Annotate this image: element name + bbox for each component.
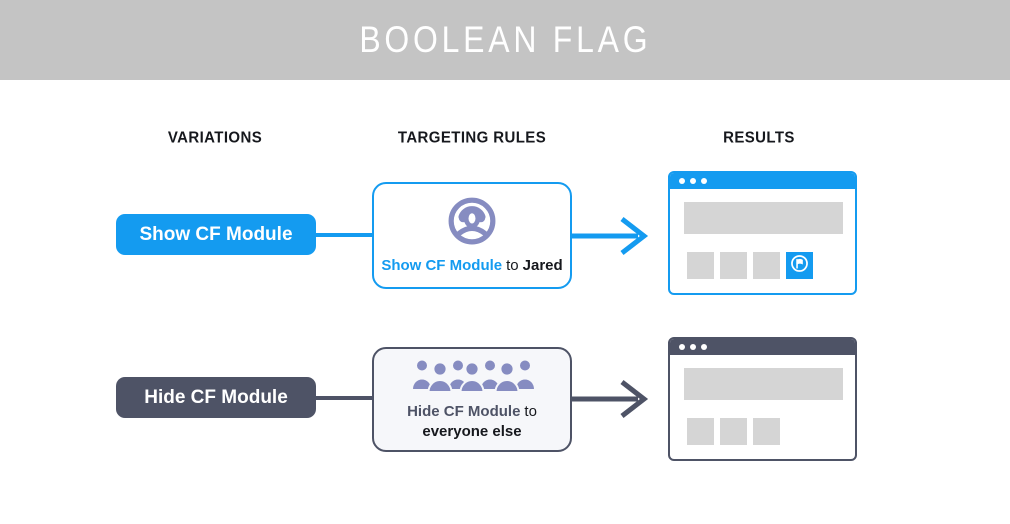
content-placeholder-block xyxy=(720,418,747,445)
diagram-header: BOOLEAN FLAG xyxy=(0,0,1010,80)
browser-titlebar xyxy=(670,173,855,189)
rule-connector: to xyxy=(524,403,537,420)
content-placeholder-banner xyxy=(684,368,843,400)
arrow-icon-show xyxy=(572,217,649,255)
single-user-icon xyxy=(447,196,497,251)
window-dot-icon xyxy=(701,344,707,350)
content-placeholder-block xyxy=(720,252,747,279)
rule-connector: to xyxy=(506,256,519,274)
connector-line-show xyxy=(314,233,374,237)
result-browser-show xyxy=(668,171,857,295)
browser-titlebar xyxy=(670,339,855,355)
column-label-targeting-rules: TARGETING RULES xyxy=(397,128,547,147)
window-dot-icon xyxy=(679,344,685,350)
content-placeholder-banner xyxy=(684,202,843,234)
variation-pill-show-cf-module: Show CF Module xyxy=(116,214,316,255)
window-dot-icon xyxy=(679,178,685,184)
rule-audience: everyone else xyxy=(422,422,522,440)
diagram-title: BOOLEAN FLAG xyxy=(358,18,651,60)
column-label-results: RESULTS xyxy=(723,128,795,147)
content-placeholder-block xyxy=(753,418,780,445)
cf-module-tile xyxy=(786,252,813,279)
column-label-variations: VARIATIONS xyxy=(167,128,263,147)
content-placeholder-block xyxy=(687,418,714,445)
variation-pill-label: Show CF Module xyxy=(139,223,293,245)
rule-flag-name: Hide CF Module xyxy=(407,403,521,420)
rule-flag-name: Show CF Module xyxy=(381,256,503,274)
window-dot-icon xyxy=(690,178,696,184)
variation-pill-label: Hide CF Module xyxy=(144,386,288,408)
result-browser-hide xyxy=(668,337,857,461)
content-placeholder-block xyxy=(687,252,714,279)
connector-line-hide xyxy=(314,396,374,400)
content-placeholder-block xyxy=(753,252,780,279)
flag-icon xyxy=(789,253,810,279)
arrow-icon-hide xyxy=(572,380,649,418)
window-dot-icon xyxy=(690,344,696,350)
rule-audience: Jared xyxy=(522,256,563,274)
crowd-icon xyxy=(408,358,536,397)
window-dot-icon xyxy=(701,178,707,184)
variation-pill-hide-cf-module: Hide CF Module xyxy=(116,377,316,418)
